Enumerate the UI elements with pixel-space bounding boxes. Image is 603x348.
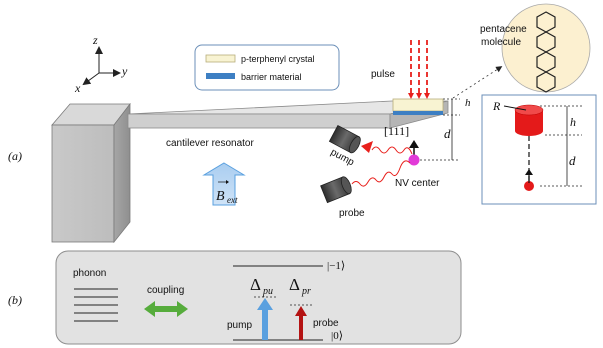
dimension-marks [420, 98, 460, 161]
legend-barrier-label: barrier material [241, 72, 302, 82]
legend-barrier-swatch [206, 73, 235, 79]
probe-transition-label: probe [313, 318, 339, 329]
delta-pu-subscript: pu [262, 286, 273, 297]
bext-subscript: ext [227, 195, 238, 205]
magnet-inset: R h d [481, 94, 597, 205]
panel-b: phonon coupling Δ pu Δ pr pump probe |−1… [55, 250, 462, 345]
bext-label: B [216, 189, 225, 204]
coupling-arrow [144, 301, 188, 317]
bext-arrow: B ext [202, 162, 246, 206]
base-block [51, 102, 131, 244]
barrier-layer [393, 111, 443, 115]
pump-transition-arrow [257, 298, 273, 340]
d-label: d [444, 126, 451, 141]
axis-x-label: x [74, 81, 81, 95]
laser-pulse [408, 40, 430, 99]
pentacene-label: pentacene [480, 24, 527, 35]
pentacene-inset: pentacene molecule [480, 3, 591, 93]
pump-laser [328, 124, 413, 155]
coordinate-axes: z y x [74, 33, 128, 95]
h-label: h [465, 97, 471, 109]
delta-pu: Δ [250, 275, 261, 294]
inset-r-label: R [492, 99, 501, 113]
state-0-label: |0⟩ [331, 330, 343, 342]
nv-center-dot [408, 154, 420, 166]
panel-label-a: (a) [8, 149, 22, 163]
direction-label: [111] [384, 124, 409, 138]
legend-box: p-terphenyl crystal barrier material [194, 44, 340, 91]
sample [392, 98, 444, 115]
delta-pr-subscript: pr [301, 286, 311, 297]
pump-transition-label: pump [227, 320, 252, 331]
phonon-label: phonon [73, 268, 106, 279]
pentacene-structure [536, 11, 556, 93]
inset-d-label: d [569, 153, 576, 168]
inset-h-label: h [570, 115, 576, 129]
probe-label: probe [339, 208, 365, 219]
state-minus1-label: |−1⟩ [327, 260, 345, 272]
probe-transition-arrow [295, 306, 307, 340]
nv-center-label: NV center [395, 178, 440, 189]
legend-crystal-swatch [205, 54, 236, 63]
pulse-label: pulse [371, 69, 395, 80]
molecule-label: molecule [481, 37, 521, 48]
legend-crystal-label: p-terphenyl crystal [241, 54, 315, 64]
crystal-layer [392, 98, 444, 112]
cantilever-label: cantilever resonator [166, 138, 254, 149]
phonon-levels [74, 288, 118, 322]
probe-laser [320, 160, 411, 204]
axis-y-label: y [121, 64, 128, 78]
coupling-label: coupling [147, 285, 184, 296]
delta-pr: Δ [289, 275, 300, 294]
panel-label-b: (b) [8, 293, 22, 307]
axis-z-label: z [92, 33, 98, 47]
